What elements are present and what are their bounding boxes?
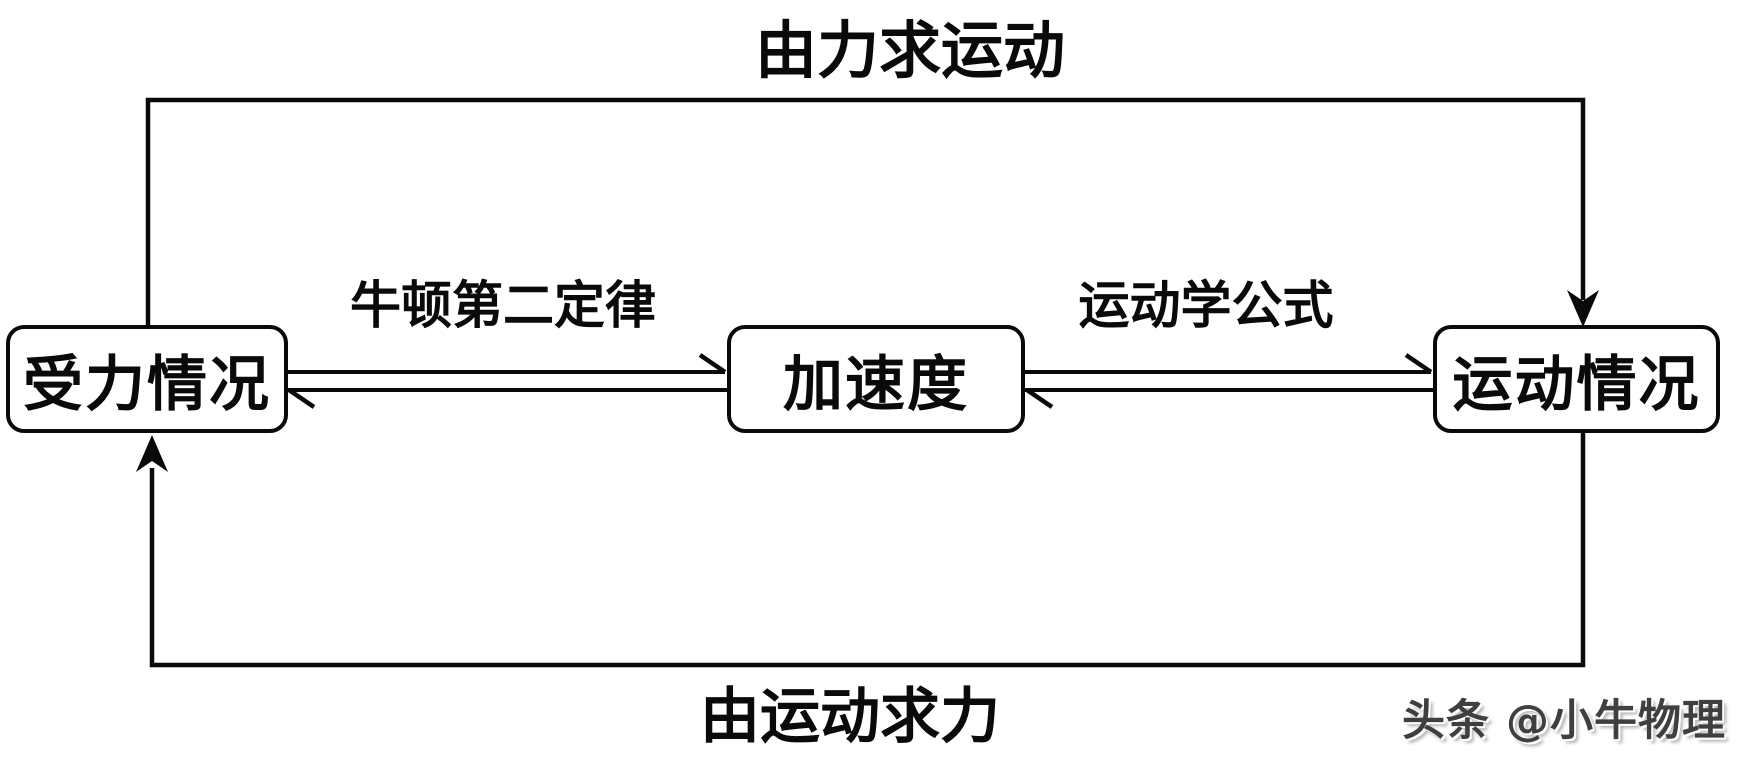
bottom-path-label: 由运动求力 (700, 682, 1000, 752)
kinematics-formula-label: 运动学公式 (1078, 276, 1334, 336)
box-acceleration: 加速度 (727, 325, 1025, 433)
double-arrow-acceleration-motion (1025, 353, 1433, 409)
watermark: 头条 @小牛物理 (1402, 696, 1726, 746)
bottom-loop-arrow (136, 433, 1586, 668)
box-force-condition: 受力情况 (6, 325, 288, 433)
top-loop-arrow (145, 97, 1599, 327)
left-arrowhead-icon (287, 388, 316, 409)
double-arrow-force-acceleration (287, 353, 727, 409)
right-arrowhead-icon (698, 353, 727, 374)
down-arrowhead-icon (1567, 290, 1599, 327)
right-arrowhead-icon (1404, 353, 1433, 374)
left-arrowhead-icon (1025, 388, 1054, 409)
box-motion-condition: 运动情况 (1433, 325, 1720, 433)
newton-second-law-label: 牛顿第二定律 (349, 276, 656, 336)
up-arrowhead-icon (136, 435, 168, 472)
top-path-label: 由力求运动 (754, 14, 1065, 87)
